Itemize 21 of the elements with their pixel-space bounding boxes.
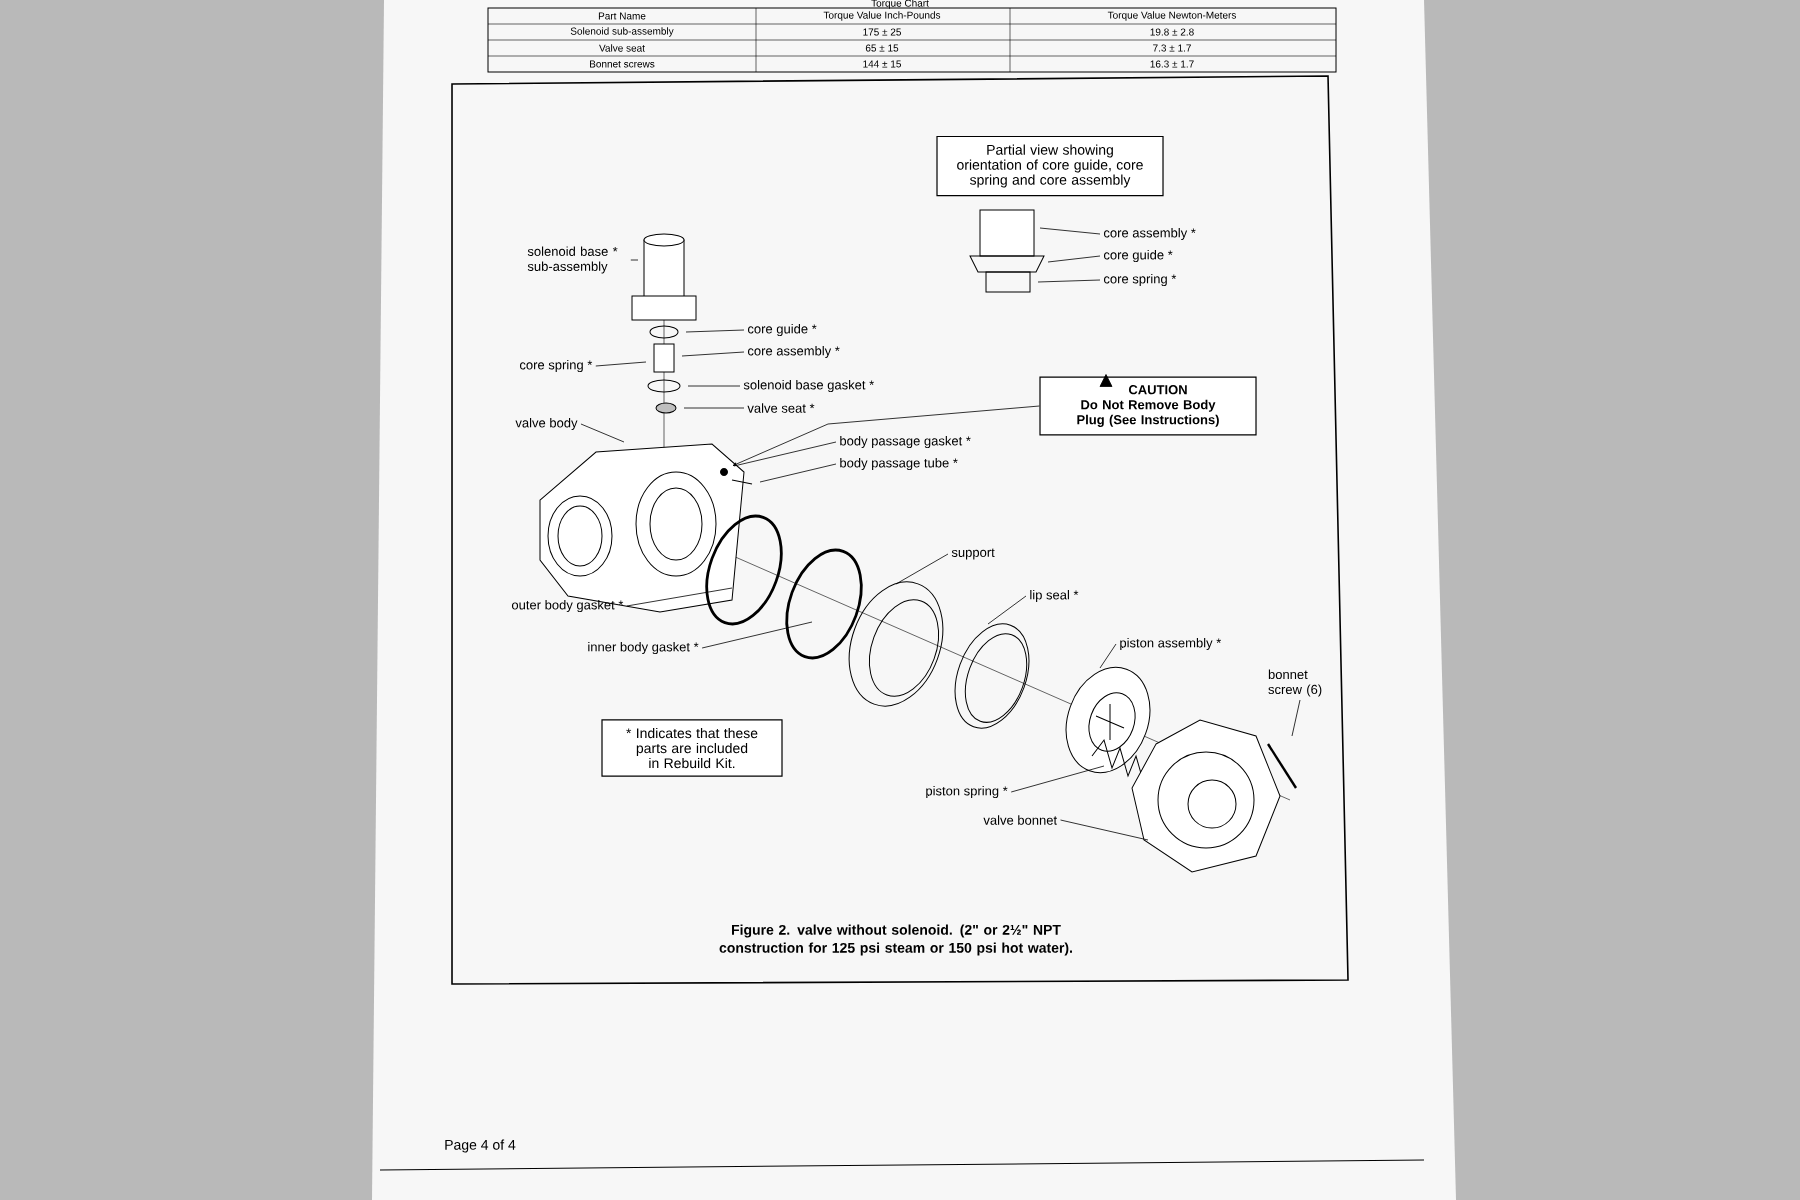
leader-line	[1010, 765, 1105, 793]
leader-line	[1291, 699, 1301, 737]
leader-line	[1099, 643, 1117, 669]
leader-line	[701, 621, 813, 649]
leader-line	[1047, 255, 1101, 263]
leader-line	[630, 259, 639, 261]
leader-line	[681, 351, 745, 357]
leader-line	[580, 423, 625, 443]
leader-line	[1039, 227, 1101, 235]
leader-line	[1037, 279, 1101, 283]
leader-line	[685, 329, 745, 333]
leader-line	[987, 595, 1027, 625]
leader-line	[683, 407, 745, 409]
leader-line	[733, 441, 837, 467]
leader-line	[1060, 819, 1149, 841]
leader-line	[732, 405, 1040, 466]
leader-line	[687, 385, 741, 387]
leader-line	[895, 553, 949, 585]
leader-line	[626, 587, 733, 607]
leader-line	[759, 463, 837, 483]
leader-line	[595, 361, 647, 367]
